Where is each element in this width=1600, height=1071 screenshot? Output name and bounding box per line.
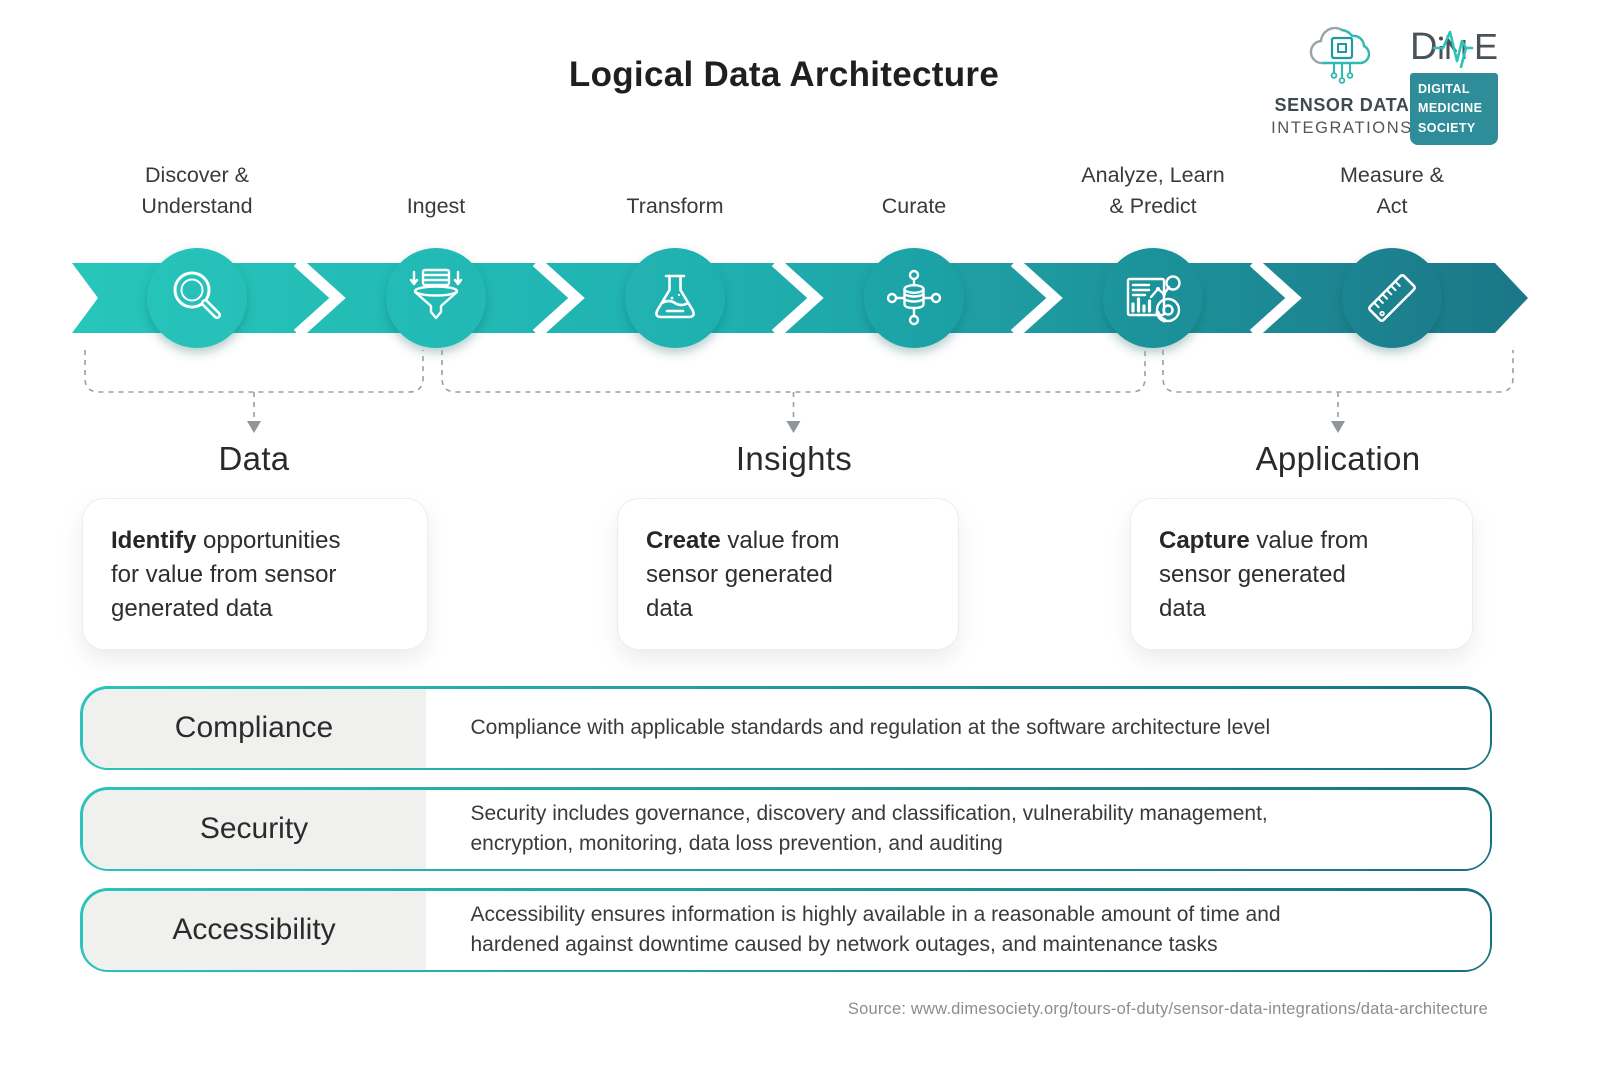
row-security: Security Security includes governance, d…	[80, 787, 1492, 871]
arrow-down-icon	[1331, 421, 1345, 433]
row-label-compliance: Compliance	[82, 688, 426, 768]
step-circle	[864, 248, 964, 348]
row-label-accessibility: Accessibility	[82, 890, 426, 970]
chevron-separator	[1010, 257, 1063, 339]
sensor-logo-line1: SENSOR DATA	[1274, 95, 1410, 115]
card-application: Capture value from sensor generated data	[1130, 498, 1473, 650]
sensor-data-integrations-logo: SENSOR DATA INTEGRATIONS	[1258, 22, 1426, 138]
ruler-icon	[1368, 274, 1416, 322]
step-label-measure-act: Measure &Act	[1340, 162, 1444, 218]
database-network-icon	[886, 269, 942, 326]
funnel-icon	[409, 268, 463, 320]
dime-society-line2: MEDICINE	[1418, 101, 1483, 116]
row-accessibility: Accessibility Accessibility ensures info…	[80, 888, 1492, 972]
page-title: Logical Data Architecture	[568, 55, 1000, 94]
step-circle	[386, 248, 486, 348]
arrow-down-icon	[247, 421, 261, 433]
row-label-security: Security	[82, 789, 426, 869]
bracket-data	[84, 350, 424, 393]
chevron-separator	[1249, 257, 1302, 339]
magnifier-icon	[173, 271, 221, 319]
dime-logo: D E DIGITAL MEDICINE SOCIETY	[1410, 24, 1498, 146]
step-circle	[625, 248, 725, 348]
step-label-transform: Transform	[626, 193, 724, 218]
arrow-down-icon	[786, 421, 801, 433]
row-compliance: Compliance Compliance with applicable st…	[80, 686, 1492, 770]
chevron-separator	[771, 257, 824, 339]
step-label-curate: Curate	[881, 193, 947, 218]
card-data: Identify opportunities for value from se…	[82, 498, 428, 650]
dime-society-line3: SOCIETY	[1418, 120, 1476, 135]
flask-icon	[655, 274, 695, 319]
step-label-analyze-learn-predict: Analyze, Learn& Predict	[1081, 162, 1225, 218]
dime-letter-d: D	[1410, 26, 1437, 68]
step-circle	[1342, 248, 1442, 348]
sensor-logo-line2: INTEGRATIONS	[1271, 119, 1413, 137]
chevron-separator	[532, 257, 585, 339]
group-label-application: Application	[1255, 440, 1421, 477]
dime-society-line1: DIGITAL	[1418, 82, 1470, 96]
row-text-compliance: Compliance with applicable standards and…	[470, 715, 1271, 739]
step-circle	[147, 248, 247, 348]
source-attribution: Source: www.dimesociety.org/tours-of-dut…	[847, 1000, 1488, 1018]
step-label-discover-understand: Discover &Understand	[141, 162, 253, 218]
dime-wordmark: D E	[1410, 26, 1498, 69]
analytics-dashboard-icon	[1126, 275, 1181, 323]
arrow-band	[72, 263, 1528, 333]
cloud-chip-icon	[1309, 26, 1371, 84]
dime-letter-e: E	[1474, 26, 1498, 67]
row-text-accessibility: Accessibility ensures information is hig…	[470, 902, 1281, 956]
dime-society-box: DIGITAL MEDICINE SOCIETY	[1410, 73, 1498, 146]
row-text-security: Security includes governance, discovery …	[470, 801, 1268, 855]
step-circle	[1103, 248, 1203, 348]
bracket-insights	[441, 350, 1146, 393]
group-label-insights: Insights	[735, 440, 853, 477]
step-label-ingest: Ingest	[406, 193, 466, 218]
chevron-separator	[293, 257, 346, 339]
group-brackets	[84, 350, 1514, 421]
card-insights: Create value from sensor generated data	[617, 498, 959, 650]
bracket-application	[1162, 350, 1514, 393]
group-label-data: Data	[218, 440, 290, 477]
